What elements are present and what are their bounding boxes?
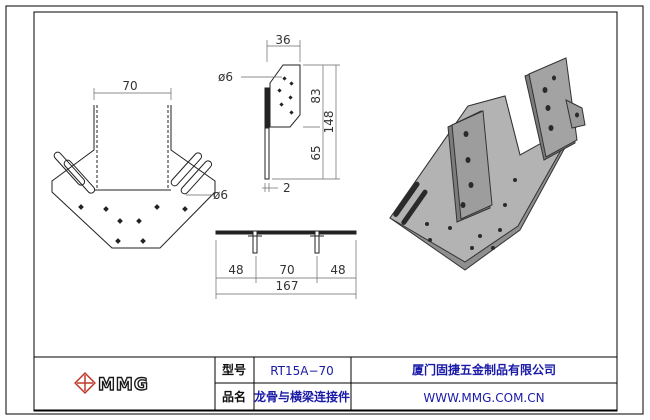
name-value: 龙骨与横梁连接件 (254, 389, 350, 404)
side-view (264, 64, 301, 180)
side-top-width-dimension: 36 (275, 33, 290, 47)
company-website: WWW.MMG.COM.CN (423, 391, 544, 405)
name-label: 品名 (222, 389, 246, 404)
bottom-left-dimension: 48 (228, 263, 243, 277)
front-view-dimensions (93, 88, 214, 196)
render-left-flange-face (451, 110, 493, 220)
side-view-holes (277, 76, 294, 115)
front-slot-right-2 (180, 160, 213, 195)
bottom-view (215, 230, 357, 254)
side-hole-dimension: ø6 (218, 70, 233, 84)
side-view-stem (264, 126, 270, 180)
side-lower-height-dimension: 65 (309, 145, 323, 160)
front-view (51, 105, 216, 249)
company-name: 厦门固捷五金制品有限公司 (412, 362, 556, 377)
bottom-total-dimension: 167 (276, 279, 299, 293)
front-hole-dimension: ø6 (213, 188, 228, 202)
bottom-view-left-tab (252, 230, 258, 254)
side-total-height-dimension: 148 (322, 111, 336, 134)
bottom-right-dimension: 48 (330, 263, 345, 277)
model-value: RT15A−70 (270, 364, 334, 378)
front-width-dimension: 70 (122, 79, 137, 93)
side-upper-height-dimension: 83 (309, 88, 323, 103)
outer-frame (5, 5, 644, 415)
inner-frame (33, 11, 618, 412)
render-holes (425, 75, 579, 250)
bottom-middle-dimension: 70 (279, 263, 294, 277)
bottom-view-plate (215, 230, 357, 235)
side-view-plate (269, 64, 301, 128)
front-slot-left-1 (53, 151, 86, 186)
front-view-outline (51, 105, 216, 249)
title-block (33, 356, 618, 411)
side-view-web (264, 87, 270, 129)
render-right-flange-face (528, 57, 578, 158)
bracket-3d-render (389, 57, 586, 271)
bottom-view-right-tab (314, 230, 320, 254)
mmg-logo: MMG (74, 372, 149, 396)
front-view-holes (78, 204, 188, 244)
render-slots (393, 181, 428, 225)
side-view-dimensions (241, 40, 340, 192)
front-slot-right-1 (170, 152, 203, 187)
bottom-view-dimensions (215, 240, 357, 299)
logo-emblem-icon (74, 372, 96, 394)
front-slot-left-2 (63, 159, 96, 194)
logo-text: MMG (98, 375, 149, 395)
side-thickness-dimension: 2 (283, 181, 291, 195)
model-label: 型号 (222, 362, 246, 377)
